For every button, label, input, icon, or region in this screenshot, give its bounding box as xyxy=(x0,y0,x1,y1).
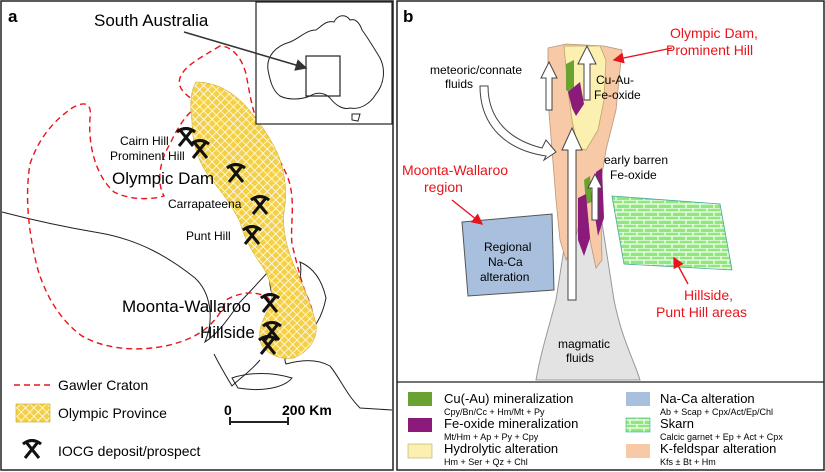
cu-au-zone xyxy=(566,60,574,96)
legend-fe-oxide-title: Fe-oxide mineralization xyxy=(444,416,578,431)
hillside-callout xyxy=(673,256,689,285)
legend-iocg-label: IOCG deposit/prospect xyxy=(58,443,201,459)
map-title: South Australia xyxy=(94,11,209,30)
olympic-dam-callout xyxy=(612,47,673,64)
scale-zero: 0 xyxy=(224,402,232,418)
label-hillside-b-2: Punt Hill areas xyxy=(656,304,747,320)
label-cuau-2: Fe-oxide xyxy=(594,88,641,102)
sa-highlight-box xyxy=(305,55,341,97)
fe-oxide-zone-2 xyxy=(578,194,590,256)
label-olympic-dam-b-1: Olympic Dam, xyxy=(670,25,758,41)
gawler-craton-boundary xyxy=(26,45,315,350)
label-regional-1: Regional xyxy=(484,240,531,254)
title-arrow xyxy=(183,31,308,71)
magmatic-arrow-upper xyxy=(577,44,597,101)
label-magmatic-1: magmatic xyxy=(558,337,610,351)
panel-a-label: a xyxy=(8,7,18,26)
na-ca-zone xyxy=(461,213,555,297)
legend-fe-oxide-sub: Mt/Hm + Ap + Py + Cpy xyxy=(444,432,539,442)
legend-k-feldspar-sub: Kfs ± Bt + Hm xyxy=(660,457,716,467)
moonta-callout xyxy=(451,199,484,225)
label-hillside: Hillside xyxy=(200,323,255,342)
legend-hydrolytic-title: Hydrolytic alteration xyxy=(444,441,558,456)
legend-swatch-na-ca xyxy=(626,392,650,406)
legend-swatch-skarn xyxy=(625,417,651,433)
kangaroo-island xyxy=(231,373,293,391)
tasmania xyxy=(351,113,361,122)
magmatic-arrow-left xyxy=(540,60,558,111)
label-olympic-dam-b-2: Prominent Hill xyxy=(666,42,753,58)
legend-skarn-sub: Calcic garnet + Ep + Act + Cpx xyxy=(660,432,783,442)
gulf-st-vincent-coast xyxy=(213,353,261,387)
label-moonta-2: region xyxy=(424,179,463,195)
legend-skarn-title: Skarn xyxy=(660,416,694,431)
inset-map-frame xyxy=(255,1,393,125)
skarn-zone xyxy=(611,195,733,271)
fe-oxide-zone xyxy=(568,82,584,116)
legend-na-ca-sub: Ab + Scap + Cpx/Act/Ep/Chl xyxy=(660,407,773,417)
label-moonta-1: Moonta-Wallaroo xyxy=(402,162,508,178)
label-carrapateena: Carrapateena xyxy=(168,197,242,211)
label-punt-hill: Punt Hill xyxy=(186,229,231,243)
legend-swatch-fe-oxide xyxy=(408,418,432,432)
magmatic-arrow-main xyxy=(561,126,583,301)
legend-cu-au-title: Cu(-Au) mineralization xyxy=(444,391,573,406)
label-magmatic-2: fluids xyxy=(566,351,594,365)
label-meteoric-2: fluids xyxy=(445,77,473,91)
panel-a: a South Australia Cairn Hill Prominent H… xyxy=(0,0,394,471)
legend-swatch-k-feldspar xyxy=(626,444,650,458)
panel-b-label: b xyxy=(403,7,413,26)
legend-olympic-label: Olympic Province xyxy=(58,405,167,421)
olympic-province xyxy=(190,81,317,359)
label-olympic-dam: Olympic Dam xyxy=(112,169,214,188)
legend-cu-au-sub: Cpy/Bn/Cc + Hm/Mt + Py xyxy=(444,407,545,417)
magmatic-fluids-zone xyxy=(535,209,641,381)
label-cairn-hill: Cairn Hill xyxy=(120,134,169,148)
early-fe-arrow xyxy=(587,172,603,221)
legend-swatch-cu-au xyxy=(408,392,432,406)
meteoric-fluid-arrow xyxy=(479,85,557,162)
label-prominent-hill: Prominent Hill xyxy=(110,149,185,163)
legend-k-feldspar-title: K-feldspar alteration xyxy=(660,441,776,456)
scale-distance: 200 Km xyxy=(282,402,332,418)
legend-olympic-symbol xyxy=(15,403,51,423)
label-early-2: Fe-oxide xyxy=(610,168,657,182)
label-moonta-wallaroo: Moonta-Wallaroo xyxy=(122,297,251,316)
legend-na-ca-title: Na-Ca alteration xyxy=(660,391,755,406)
label-regional-2: Na-Ca xyxy=(488,255,523,269)
legend-b: Cu(-Au) mineralization Cpy/Bn/Cc + Hm/Mt… xyxy=(407,391,783,467)
label-regional-3: alteration xyxy=(480,270,529,284)
label-cuau-1: Cu-Au- xyxy=(596,73,634,87)
label-hillside-b-1: Hillside, xyxy=(684,287,733,303)
legend-hydrolytic-sub: Hm + Ser + Qz + Chl xyxy=(444,457,528,467)
label-early-1: early barren xyxy=(604,153,668,167)
legend-swatch-hydrolytic xyxy=(407,443,433,459)
panel-b: b Olympic Dam, Prominent Hill meteoric/c… xyxy=(396,0,825,471)
scale-bar: 0 200 Km xyxy=(224,402,332,425)
legend-gawler-label: Gawler Craton xyxy=(58,377,148,393)
legend-a: Gawler Craton Olympic Province IOCG depo… xyxy=(14,377,201,460)
label-meteoric-1: meteoric/connate xyxy=(430,63,522,77)
